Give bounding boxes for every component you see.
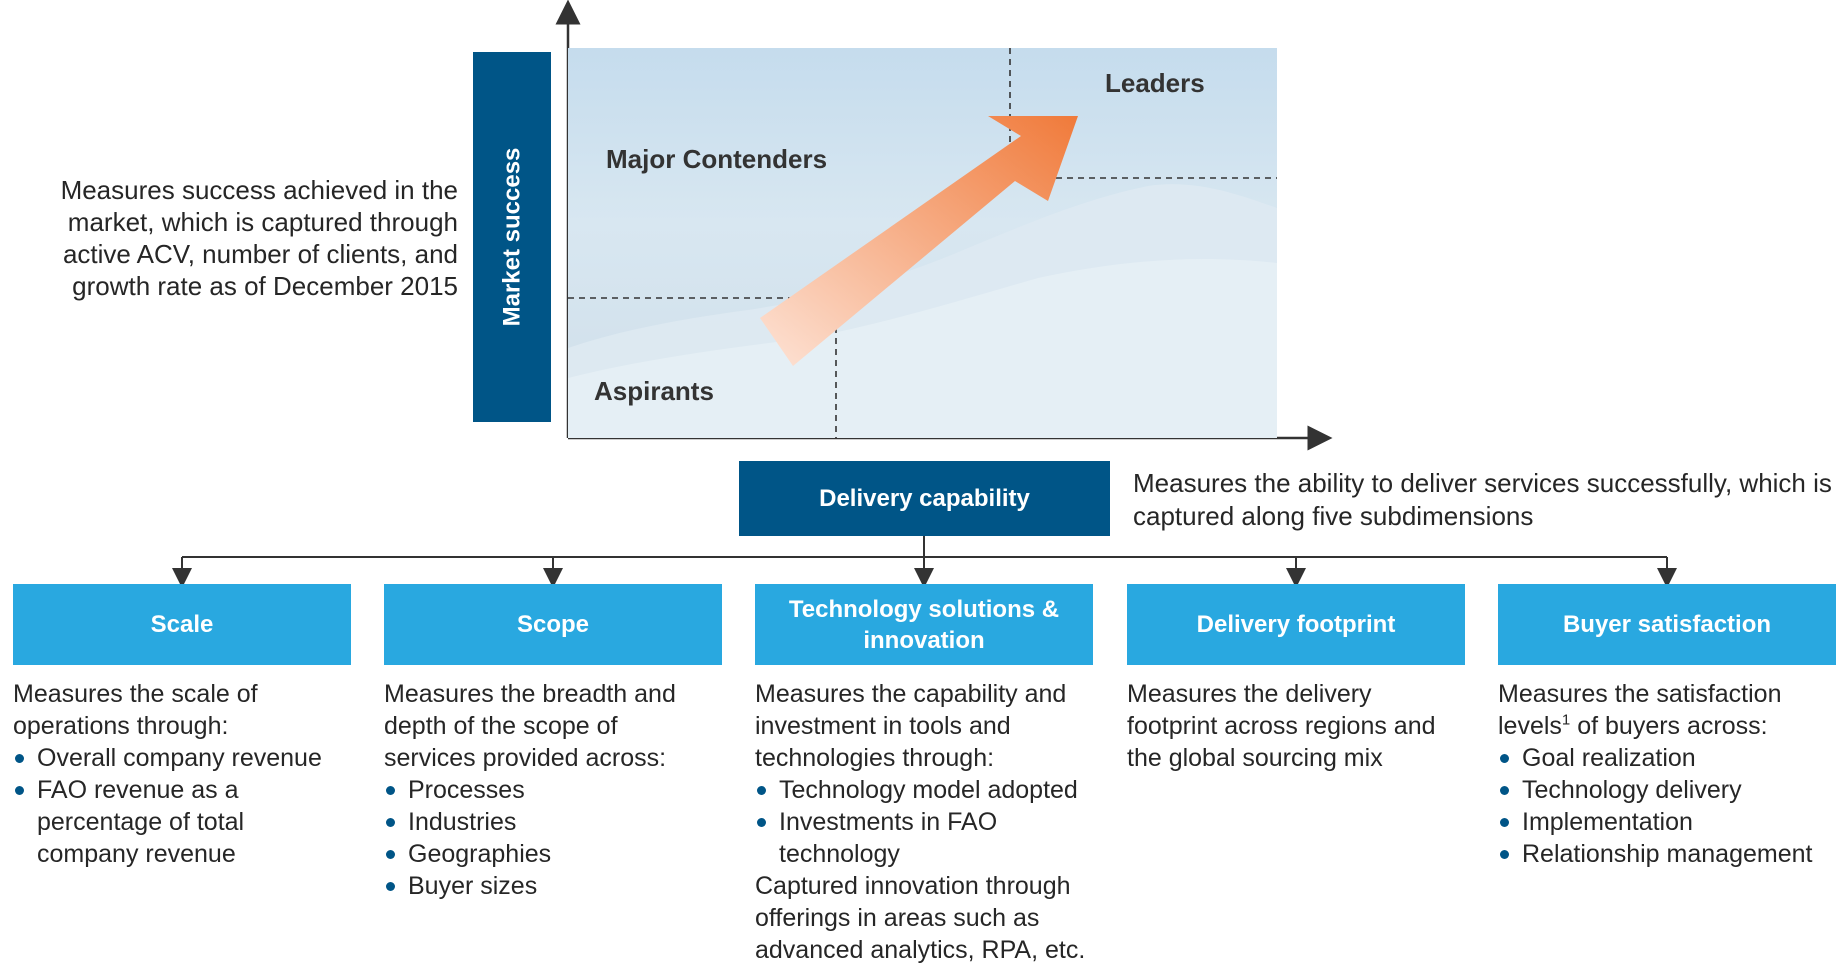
bullet-item: Geographies <box>384 838 714 870</box>
dimension-bullets: Goal realization Technology delivery Imp… <box>1498 742 1843 870</box>
market-success-description: Measures success achieved in the market,… <box>60 175 458 301</box>
quadrant-major-contenders: Major Contenders <box>606 144 828 174</box>
dimension-box-scope: Scope <box>384 584 722 665</box>
dimension-intro: Measures the delivery footprint across r… <box>1127 680 1436 772</box>
bullet-item: Processes <box>384 774 714 806</box>
dimension-intro-tail: of buyers across: <box>1570 712 1768 740</box>
leaders-boundary <box>1009 48 1277 179</box>
dimension-bullets: Processes Industries Geographies Buyer s… <box>384 774 714 902</box>
dimension-outro: Captured innovation through offerings in… <box>755 872 1086 964</box>
dimension-intro: Measures the capability and investment i… <box>755 680 1067 772</box>
dimension-desc-buyer: Measures the satisfaction levels1 of buy… <box>1498 678 1843 870</box>
quadrant-aspirants: Aspirants <box>594 376 714 406</box>
market-success-box: Market success <box>473 52 551 422</box>
dimension-title: Technology solutions & innovation <box>788 595 1060 654</box>
bullet-item: Implementation <box>1498 806 1843 838</box>
mountain-ridge <box>568 258 1277 438</box>
bullet-item: Overall company revenue <box>13 742 353 774</box>
dimension-bullets: Overall company revenue FAO revenue as a… <box>13 742 353 870</box>
bullet-item: Industries <box>384 806 714 838</box>
bullet-item: Goal realization <box>1498 742 1843 774</box>
dimension-box-scale: Scale <box>13 584 351 665</box>
dimension-desc-scope: Measures the breadth and depth of the sc… <box>384 678 714 902</box>
bullet-item: Relationship management <box>1498 838 1843 870</box>
dimension-intro-text: Measures the satisfaction levels <box>1498 680 1782 740</box>
dimension-title: Delivery footprint <box>1196 611 1396 638</box>
delivery-capability-box: Delivery capability <box>739 461 1110 536</box>
dimension-box-buyer: Buyer satisfaction <box>1498 584 1836 665</box>
bullet-item: FAO revenue as a percentage of total com… <box>13 774 297 870</box>
market-success-label: Market success <box>498 147 525 327</box>
dimension-intro: Measures the satisfaction levels1 of buy… <box>1498 678 1818 742</box>
dimension-desc-scale: Measures the scale of operations through… <box>13 678 353 870</box>
bullet-item: Buyer sizes <box>384 870 714 902</box>
delivery-capability-label: Delivery capability <box>819 484 1030 512</box>
delivery-capability-description: Measures the ability to deliver services… <box>1133 468 1832 531</box>
positioning-matrix: Leaders Major Contenders Aspirants <box>568 48 1277 438</box>
dimension-title: Scope <box>516 611 590 638</box>
bullet-item: Technology delivery <box>1498 774 1843 806</box>
bullet-item: Technology model adopted <box>755 774 1110 806</box>
dimension-desc-technology: Measures the capability and investment i… <box>755 678 1110 966</box>
dimension-box-footprint: Delivery footprint <box>1127 584 1465 665</box>
dimension-title: Scale <box>150 611 214 638</box>
dimension-title: Buyer satisfaction <box>1562 611 1772 638</box>
quadrant-leaders: Leaders <box>1105 68 1205 98</box>
bullet-item: Investments in FAO technology <box>755 806 1039 870</box>
dimension-intro: Measures the scale of operations through… <box>13 680 258 740</box>
dimension-intro: Measures the breadth and depth of the sc… <box>384 680 676 772</box>
matrix-background <box>568 48 1277 438</box>
dimension-bullets: Technology model adopted Investments in … <box>755 774 1110 870</box>
dimension-desc-footprint: Measures the delivery footprint across r… <box>1127 678 1472 774</box>
footnote-marker: 1 <box>1561 711 1571 729</box>
progress-arrow <box>760 116 1078 366</box>
dimension-box-technology: Technology solutions & innovation <box>755 584 1093 665</box>
